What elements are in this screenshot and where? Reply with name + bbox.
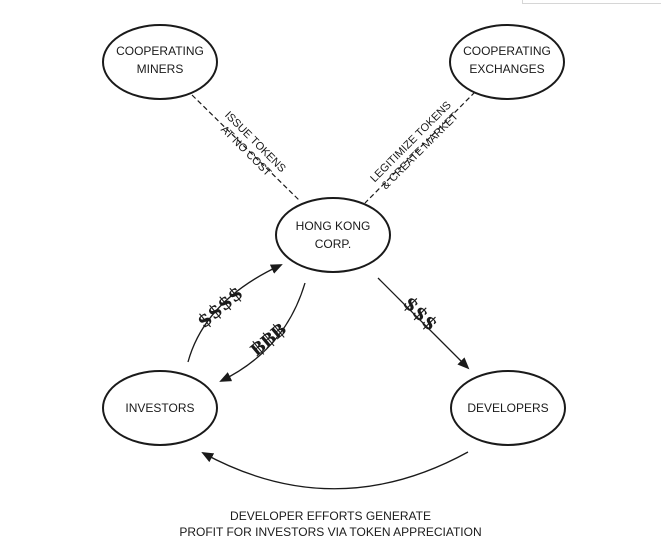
node-corp-line-2: CORP. xyxy=(315,237,351,251)
node-corp: HONG KONG CORP. xyxy=(275,197,391,273)
node-miners-line-1: COOPERATING xyxy=(116,44,204,58)
developers-to-investors-arrow xyxy=(201,451,469,490)
node-exchanges: COOPERATING EXCHANGES xyxy=(449,24,565,100)
corp-to-developers-label: $$$ xyxy=(398,292,442,336)
exchanges-edge-label-line-1: LEGITIMIZE TOKENS xyxy=(368,99,454,185)
miners-edge-label: ISSUE TOKENS AT NO COST xyxy=(218,109,288,179)
corner-tab xyxy=(522,0,661,4)
node-developers-label: DEVELOPERS xyxy=(467,401,548,415)
node-investors-label: INVESTORS xyxy=(125,401,194,415)
corp-to-developers-arrow xyxy=(377,277,470,370)
corp-to-investors-arrow xyxy=(219,282,306,382)
node-exchanges-line-1: COOPERATING xyxy=(463,44,551,58)
node-corp-line-1: HONG KONG xyxy=(296,219,371,233)
node-exchanges-line-2: EXCHANGES xyxy=(469,62,544,76)
exchanges-edge-label-line-2: & CREATE MARKET xyxy=(380,110,462,192)
investors-to-corp-label: $$$$ xyxy=(193,282,248,333)
investors-to-corp-arrow xyxy=(187,264,283,363)
corp-to-investors-label: ฿฿฿ xyxy=(246,318,291,360)
caption-line-2: PROFIT FOR INVESTORS VIA TOKEN APPRECIAT… xyxy=(179,525,482,539)
node-developers: DEVELOPERS xyxy=(450,370,566,446)
exchanges-connector xyxy=(364,91,476,204)
caption-line-1: DEVELOPER EFFORTS GENERATE xyxy=(230,509,431,523)
exchanges-edge-label: LEGITIMIZE TOKENS & CREATE MARKET xyxy=(368,99,462,192)
node-investors: INVESTORS xyxy=(102,370,218,446)
miners-connector xyxy=(191,94,301,202)
node-miners-line-2: MINERS xyxy=(137,62,184,76)
node-miners: COOPERATING MINERS xyxy=(102,24,218,100)
